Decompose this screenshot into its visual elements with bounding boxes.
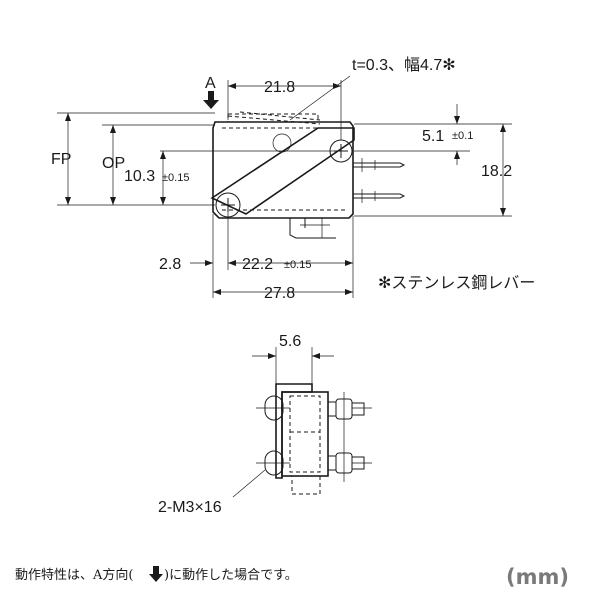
side-terminal-lower (291, 475, 321, 495)
label-2-8: 2.8 (159, 256, 181, 273)
label-18-2: 18.2 (481, 163, 512, 180)
front-dimensions: FP OP 10.3 ±0.15 A 21.8 t=0.3、幅4.7✻ 5.1 … (51, 56, 535, 302)
label-fp: FP (51, 151, 71, 168)
terminal-bottom (289, 218, 336, 239)
label-5-1: 5.1 (422, 128, 444, 145)
lever-free-position (227, 111, 321, 125)
label-thickness: t=0.3、幅4.7✻ (352, 56, 456, 74)
side-center-lines (343, 392, 372, 482)
label-op: OP (102, 155, 125, 172)
label-m3: 2-M3×16 (158, 499, 222, 516)
roller-screw-cross (221, 198, 235, 212)
side-body (281, 391, 329, 477)
side-body-hidden (289, 395, 321, 473)
terminal-bottom-detail (300, 218, 330, 238)
terminal-lower (353, 193, 406, 199)
front-view (210, 111, 406, 239)
footer-note: 動作特性は、A方向( )に動作した場合です。 (15, 566, 298, 583)
label-a: A (205, 75, 216, 92)
label-10-3-tol: ±0.15 (162, 172, 189, 184)
label-27-8: 27.8 (264, 285, 295, 302)
label-5-1-tol: ±0.1 (452, 130, 473, 142)
label-21-8: 21.8 (264, 79, 295, 96)
unit-label: (mm) (506, 565, 569, 589)
label-5-6: 5.6 (279, 333, 301, 350)
footer-note-prefix: 動作特性は、A方向( (15, 567, 133, 583)
body-hidden-lines (222, 127, 345, 211)
side-screw-cross-lines (256, 407, 290, 464)
side-view: 5.6 2-M3×16 (158, 333, 372, 516)
footer-note-suffix: )に動作した場合です。 (164, 568, 298, 583)
footer-down-arrow-icon (149, 566, 163, 582)
lever-arm (210, 127, 355, 215)
side-washer-upper (327, 401, 337, 417)
plunger-circle (272, 133, 292, 153)
label-10-3: 10.3 (124, 168, 155, 185)
side-washer-lower (327, 455, 337, 471)
m3-leader (232, 469, 266, 498)
label-22-2: 22.2 (242, 256, 273, 273)
terminal-upper (353, 162, 406, 168)
switch-body (212, 121, 354, 219)
label-stainless-lever: ✻ステンレス鋼レバー (378, 274, 535, 292)
label-22-2-tol: ±0.15 (284, 259, 311, 271)
a-direction-arrow (203, 91, 219, 109)
terminal-detail (361, 158, 376, 203)
thickness-leader (289, 75, 351, 121)
side-screw-shaft (352, 402, 365, 470)
